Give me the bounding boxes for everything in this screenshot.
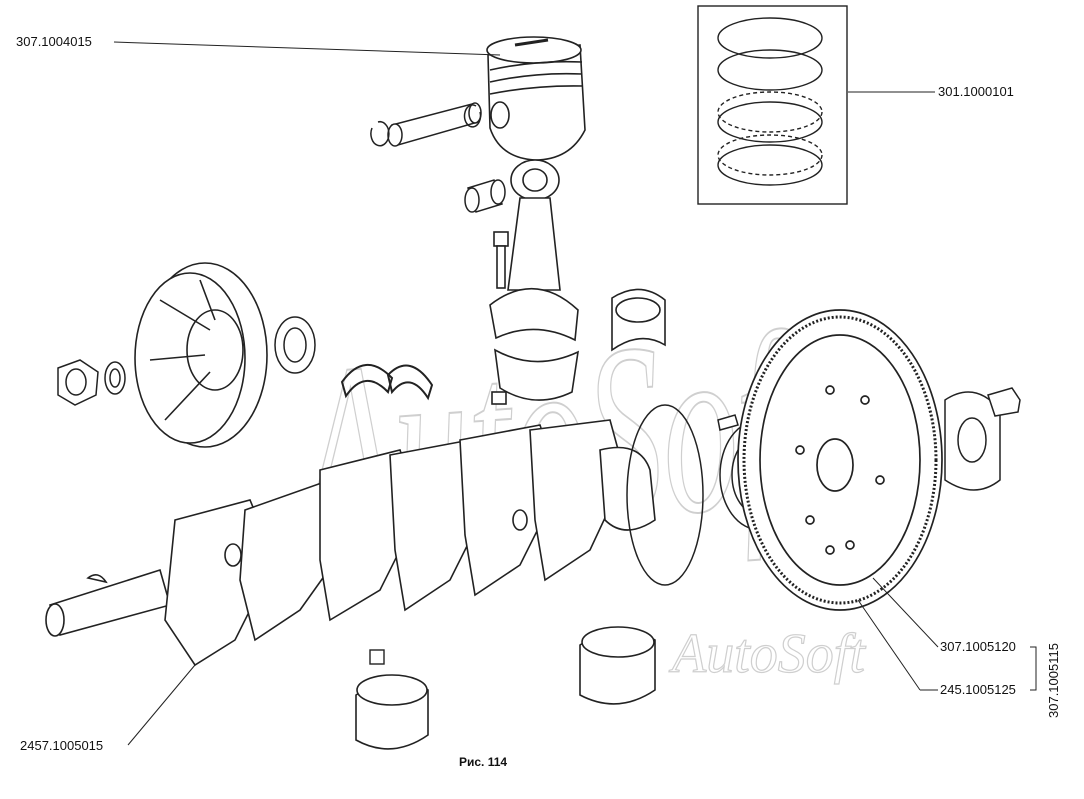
watermark-small: AutoSoft — [667, 622, 867, 685]
piston-rings-box — [697, 5, 848, 205]
small-end-bushing — [464, 179, 506, 213]
callout-flywheel-ring: 245.1005125 — [940, 682, 1016, 697]
thrust-washers — [340, 363, 434, 401]
piston — [486, 36, 586, 161]
callout-piston: 307.1004015 — [16, 34, 92, 49]
callout-flywheel-assembly: 307.1005115 — [1046, 643, 1061, 718]
figure-caption: Рис. 114 — [459, 755, 508, 769]
callout-rings: 301.1000101 — [938, 84, 1014, 99]
main-bearing-upper — [611, 288, 666, 352]
callout-flywheel: 307.1005120 — [940, 639, 1016, 654]
oil-plug — [369, 649, 385, 665]
leader-lines — [113, 41, 1037, 746]
flywheel-bolt-plate — [717, 387, 1021, 491]
front-oil-seal — [274, 316, 316, 374]
rod-bearing-shell — [579, 626, 656, 705]
crank-pulley — [134, 262, 268, 448]
pulley-nut — [57, 359, 126, 406]
svg-text:AutoSoft: AutoSoft — [668, 623, 866, 685]
callout-crankshaft: 2457.1005015 — [20, 738, 104, 753]
flywheel — [737, 309, 943, 611]
piston-pin — [370, 102, 482, 147]
connecting-rod — [489, 159, 580, 405]
main-bearing-lower — [355, 674, 429, 750]
crankshaft — [45, 419, 656, 667]
